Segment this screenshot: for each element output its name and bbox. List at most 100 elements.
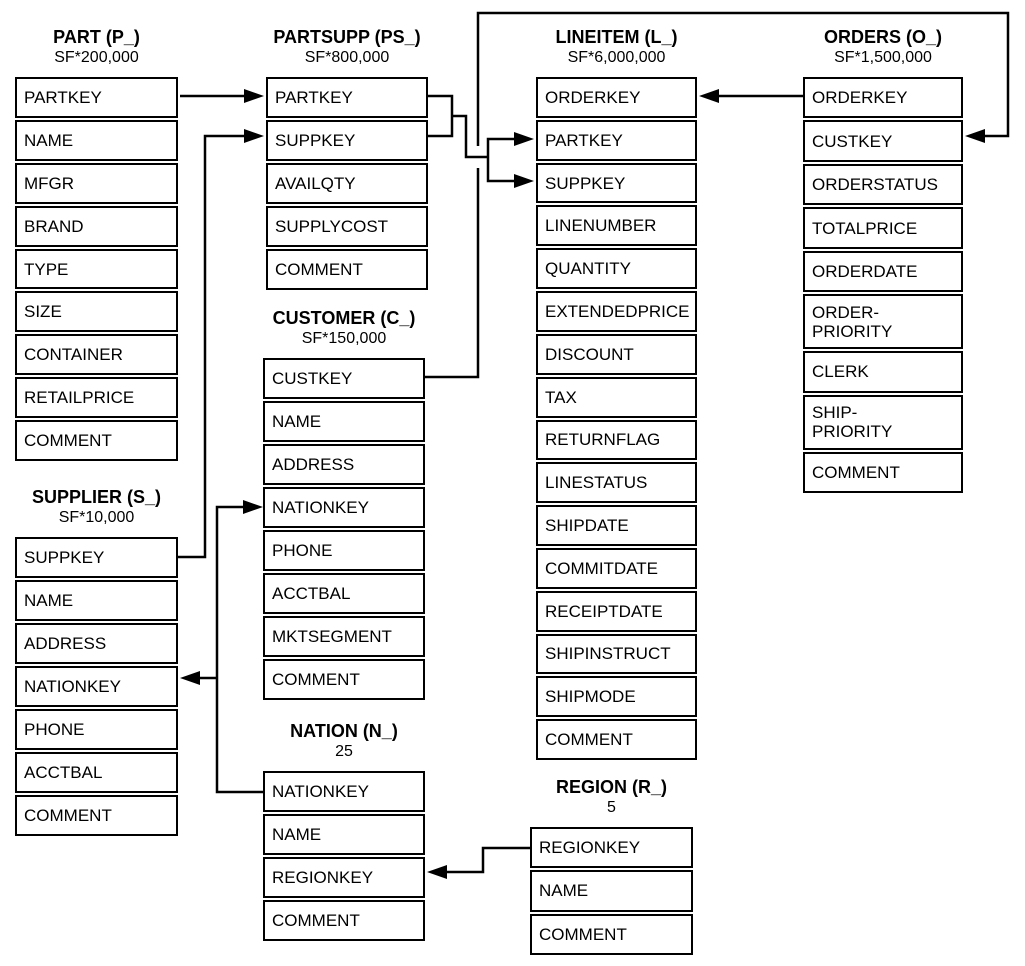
column-customer-nationkey: NATIONKEY (263, 487, 425, 528)
arrowhead-partsupp-lineitem-suppkey (514, 174, 534, 188)
column-region-name: NAME (530, 870, 693, 912)
table-lineitem-title: LINEITEM (L_) (555, 27, 678, 47)
column-lineitem-quantity: QUANTITY (536, 248, 697, 290)
connector-partsupp-lineitem-partkey (428, 94, 534, 159)
column-lineitem-receiptdate: RECEIPTDATE (536, 590, 697, 632)
column-lineitem-linenumber: LINENUMBER (536, 205, 697, 247)
column-orders-orderkey: ORDERKEY (803, 77, 963, 119)
column-part-brand: BRAND (15, 205, 178, 247)
column-lineitem-discount: DISCOUNT (536, 333, 697, 375)
column-customer-custkey: CUSTKEY (263, 358, 425, 399)
table-orders-header: ORDERS (O_) SF*1,500,000 (783, 27, 983, 77)
column-orders-totalprice: TOTALPRICE (803, 207, 963, 249)
column-part-mfgr: MFGR (15, 162, 178, 204)
column-partsupp-supplycost: SUPPLYCOST (266, 206, 428, 247)
table-supplier-title: SUPPLIER (S_) (31, 487, 162, 507)
table-part-title: PART (P_) (53, 27, 140, 47)
column-supplier-acctbal: ACCTBAL (15, 752, 178, 793)
arrowhead-orders-lineitem (699, 89, 719, 103)
column-part-name: NAME (15, 119, 178, 161)
table-customer-header: CUSTOMER (C_)SF*150,000 (243, 308, 445, 358)
column-orders-ship-priority: SHIP- PRIORITY (803, 394, 963, 450)
column-supplier-comment: COMMENT (15, 795, 178, 836)
column-customer-address: ADDRESS (263, 444, 425, 485)
column-lineitem-linestatus: LINESTATUS (536, 462, 697, 504)
arrowhead-supplier-partsupp (244, 129, 264, 143)
column-partsupp-availqty: AVAILQTY (266, 163, 428, 204)
column-customer-name: NAME (263, 401, 425, 442)
table-partsupp-header: PARTSUPP (PS_) SF*800,000 (246, 27, 448, 77)
column-orders-clerk: CLERK (803, 351, 963, 393)
column-part-type: TYPE (15, 248, 178, 290)
column-partsupp-comment: COMMENT (266, 249, 428, 290)
table-nation-title: NATION (N_) (290, 721, 398, 741)
column-nation-nationkey: NATIONKEY (263, 771, 425, 812)
arrowhead-nation-customer (243, 500, 263, 514)
table-supplier-header: SUPPLIER (S_)SF*10,000 (0, 487, 198, 537)
column-supplier-address: ADDRESS (15, 623, 178, 664)
column-supplier-phone: PHONE (15, 709, 178, 750)
column-lineitem-orderkey: ORDERKEY (536, 77, 697, 118)
column-lineitem-shipinstruct: SHIPINSTRUCT (536, 633, 697, 675)
column-lineitem-partkey: PARTKEY (536, 119, 697, 161)
column-lineitem-tax: TAX (536, 376, 697, 418)
column-part-retailprice: RETAILPRICE (15, 377, 178, 419)
arrowhead-region-nation (427, 865, 447, 879)
column-lineitem-commitdate: COMMITDATE (536, 547, 697, 589)
column-supplier-name: NAME (15, 580, 178, 621)
table-partsupp-title: PARTSUPP (PS_) (273, 27, 421, 47)
table-region-header: REGION (R_) 5 (510, 777, 713, 827)
table-partsupp-cardinality: SF*800,000 (304, 49, 390, 66)
connector-part-partsupp (180, 89, 264, 103)
table-lineitem-header: LINEITEM (L_) SF*6,000,000 (516, 27, 717, 77)
column-customer-phone: PHONE (263, 530, 425, 571)
table-lineitem-cardinality: SF*6,000,000 (567, 49, 666, 66)
arrowhead-partsupp-lineitem-partkey (514, 132, 534, 146)
connector-region-nation (427, 846, 530, 879)
table-orders-cardinality: SF*1,500,000 (834, 49, 932, 66)
column-region-comment: COMMENT (530, 913, 693, 955)
column-nation-name: NAME (263, 814, 425, 855)
connector-partsupp-lineitem-suppkey (486, 157, 534, 188)
arrowhead-customer-orders (965, 129, 985, 143)
column-customer-comment: COMMENT (263, 659, 425, 700)
column-lineitem-extendedprice: EXTENDEDPRICE (536, 291, 697, 332)
table-nation-header: NATION (N_) 25 (243, 721, 445, 771)
column-part-comment: COMMENT (15, 420, 178, 462)
column-orders-orderdate: ORDERDATE (803, 250, 963, 293)
column-lineitem-comment: COMMENT (536, 719, 697, 760)
connector-nation-supplier (180, 671, 217, 685)
column-lineitem-shipdate: SHIPDATE (536, 505, 697, 546)
column-partsupp-suppkey: SUPPKEY (266, 120, 428, 161)
column-orders-comment: COMMENT (803, 451, 963, 494)
column-customer-mktsegment: MKTSEGMENT (263, 616, 425, 657)
column-part-container: CONTAINER (15, 334, 178, 376)
table-region-cardinality: 5 (607, 799, 616, 816)
table-region-title: REGION (R_) (555, 777, 667, 797)
connector-orders-lineitem (699, 89, 803, 103)
column-lineitem-shipmode: SHIPMODE (536, 676, 697, 718)
column-orders-orderstatus: ORDERSTATUS (803, 163, 963, 206)
table-part-cardinality: SF*200,000 (54, 49, 139, 66)
arrowhead-nation-supplier (180, 671, 200, 685)
table-nation-cardinality: 25 (335, 743, 353, 760)
column-nation-regionkey: REGIONKEY (263, 857, 425, 898)
column-orders-custkey: CUSTKEY (803, 120, 963, 162)
column-customer-acctbal: ACCTBAL (263, 573, 425, 614)
table-orders-title: ORDERS (O_) (823, 27, 942, 47)
